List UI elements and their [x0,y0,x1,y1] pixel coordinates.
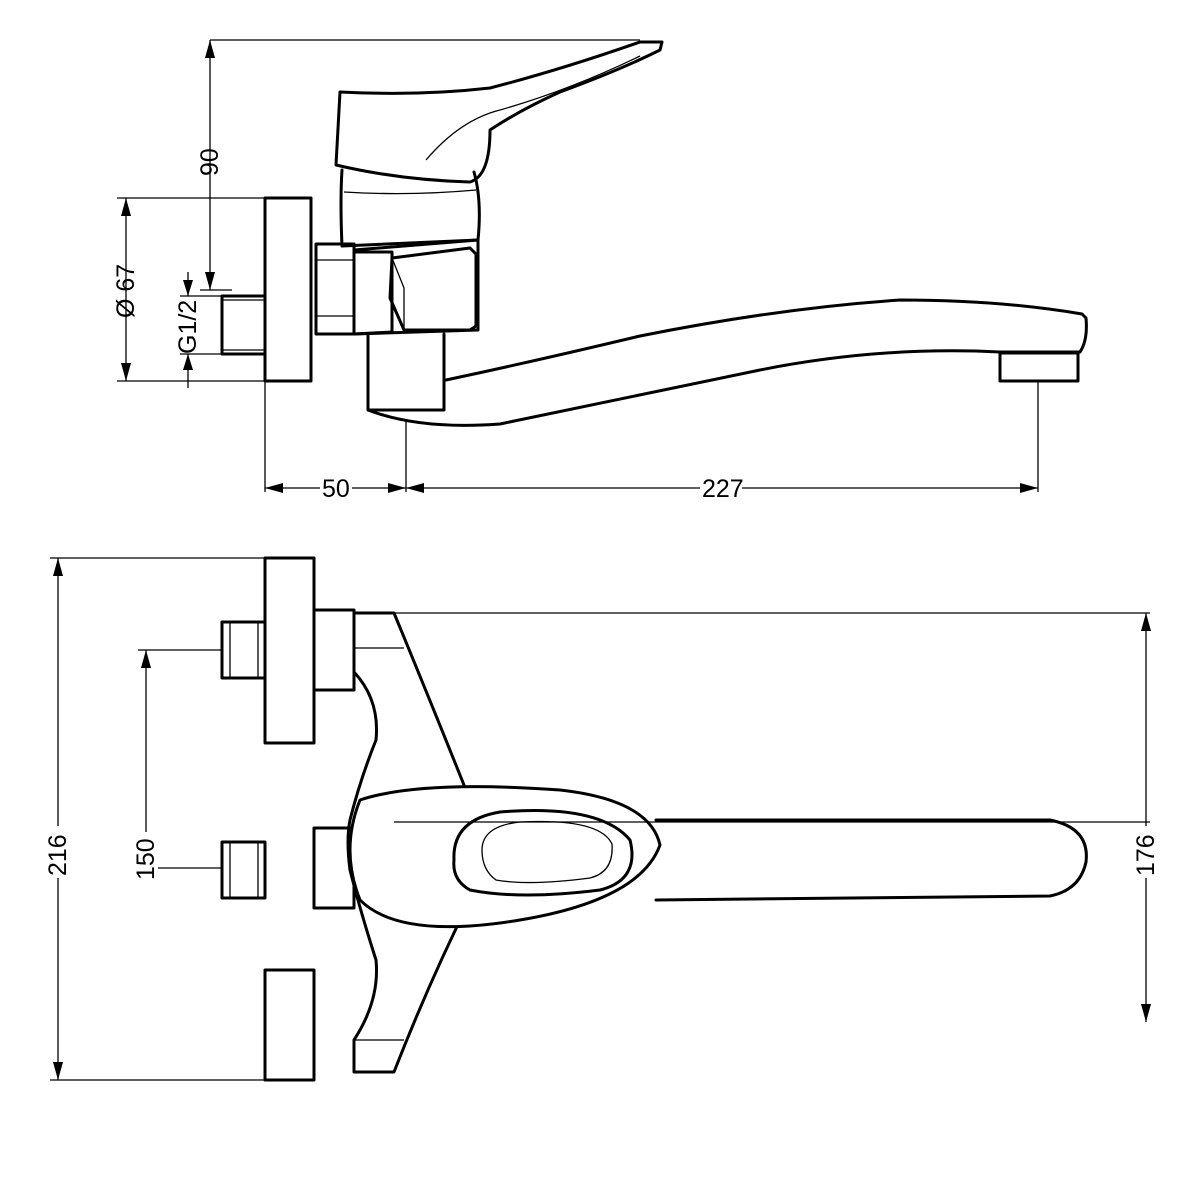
top-rosette-upper [263,556,316,745]
dim-90: 90 [196,39,640,291]
top-view: 216 150 176 [44,556,1160,1082]
dim-50-label: 50 [322,475,350,503]
lever-handle [334,40,664,184]
dim-90-label: 90 [196,148,224,176]
top-spout [654,818,1088,902]
dim-thread: G1/2 [174,272,222,388]
dim-176-label: 176 [1132,834,1160,876]
aerator [998,351,1080,383]
dim-thread-label: G1/2 [174,300,202,354]
side-view: 90 Ø 67 G1/2 [112,39,1088,503]
top-inlet-lower [220,840,267,900]
dim-diameter-67-label: Ø 67 [112,264,140,318]
top-inlet-upper [220,620,267,680]
hex-nut [314,242,356,336]
dim-227-label: 227 [702,475,744,503]
dim-216: 216 [44,558,72,1080]
dim-176: 176 [1132,613,1160,1022]
threaded-inlet [220,294,267,356]
dim-150: 150 [132,650,160,884]
top-valve-body [346,611,472,1074]
top-lever-grip [452,809,634,897]
wall-rosette [263,196,313,383]
dim-horizontal: 50 227 [264,381,1039,503]
spout [366,298,1088,427]
dim-150-label: 150 [132,838,160,880]
dim-diameter-67: Ø 67 [112,197,265,382]
top-rosette-lower [263,968,316,1082]
top-nut-upper [312,608,356,692]
dim-216-label: 216 [44,834,72,876]
valve-body [339,168,481,412]
